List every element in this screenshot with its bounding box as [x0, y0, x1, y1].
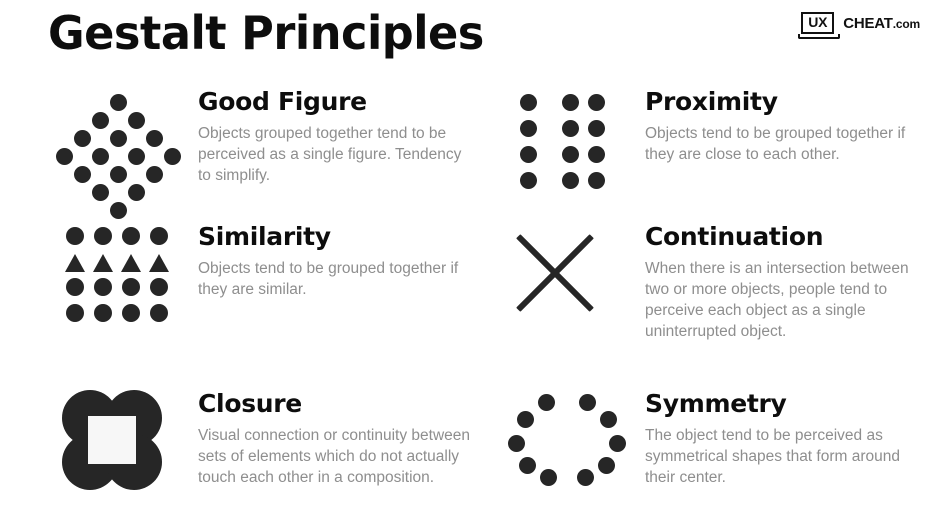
principle-description: Objects tend to be grouped together if t…: [645, 125, 906, 163]
page-title: Gestalt Principles: [48, 6, 484, 60]
principle-description: Objects tend to be grouped together if t…: [198, 260, 459, 298]
principle-description: Visual connection or continuity between …: [198, 427, 470, 486]
logo-tld-text: .com: [892, 17, 920, 31]
grouped-dot-columns-icon: [500, 88, 620, 189]
laptop-base-shape: [798, 34, 841, 39]
principle-description: The object tend to be perceived as symme…: [645, 427, 900, 486]
logo-brand-text: CHEAT: [843, 15, 893, 32]
page-header: Gestalt Principles UX CHEAT.com: [0, 0, 942, 72]
circle-triangle-grid-icon: [48, 223, 169, 322]
good-figure-text-block: Good Figure Objects grouped together ten…: [198, 88, 478, 196]
principle-description: When there is an intersection between tw…: [645, 260, 909, 340]
principle-card-proximity: Proximity Objects tend to be grouped tog…: [500, 88, 930, 189]
crossing-lines-x-icon: [500, 223, 610, 323]
principle-title: Similarity: [198, 222, 331, 251]
mirrored-dot-arcs-icon: [500, 390, 626, 486]
principle-card-closure: Closure Visual connection or continuity …: [48, 390, 478, 490]
similarity-text-block: Similarity Objects tend to be grouped to…: [198, 223, 478, 318]
closure-text-block: Closure Visual connection or continuity …: [198, 390, 478, 490]
proximity-text-block: Proximity Objects tend to be grouped tog…: [645, 88, 930, 188]
symmetry-text-block: Symmetry The object tend to be perceived…: [645, 390, 930, 488]
symmetry-icon-slot: [500, 390, 645, 488]
logo-wordmark: CHEAT.com: [843, 13, 920, 41]
proximity-icon-slot: [500, 88, 645, 189]
uxcheat-logo[interactable]: UX CHEAT.com: [798, 12, 920, 42]
principles-grid: Good Figure Objects grouped together ten…: [0, 80, 942, 526]
principle-card-continuation: Continuation When there is an intersecti…: [500, 223, 930, 342]
continuation-text-block: Continuation When there is an intersecti…: [645, 223, 930, 342]
principle-title: Closure: [198, 389, 302, 418]
laptop-icon: UX: [798, 12, 841, 42]
principle-title: Continuation: [645, 222, 824, 251]
principle-title: Good Figure: [198, 87, 367, 116]
diamond-dot-lattice-icon: [48, 88, 188, 219]
illusory-square: [88, 416, 136, 464]
principle-title: Symmetry: [645, 389, 787, 418]
logo-ux-text: UX: [808, 14, 828, 30]
laptop-screen-shape: [801, 12, 835, 34]
principle-description: Objects grouped together tend to be perc…: [198, 125, 462, 184]
continuation-icon-slot: [500, 223, 645, 342]
similarity-icon-slot: [48, 223, 198, 322]
closure-icon-slot: [48, 390, 198, 490]
principle-card-similarity: Similarity Objects tend to be grouped to…: [48, 223, 478, 322]
principle-card-symmetry: Symmetry The object tend to be perceived…: [500, 390, 930, 488]
good-figure-icon-slot: [48, 88, 198, 219]
principle-title: Proximity: [645, 87, 778, 116]
kanizsa-square-icon: [62, 390, 162, 490]
principle-card-good-figure: Good Figure Objects grouped together ten…: [48, 88, 478, 219]
